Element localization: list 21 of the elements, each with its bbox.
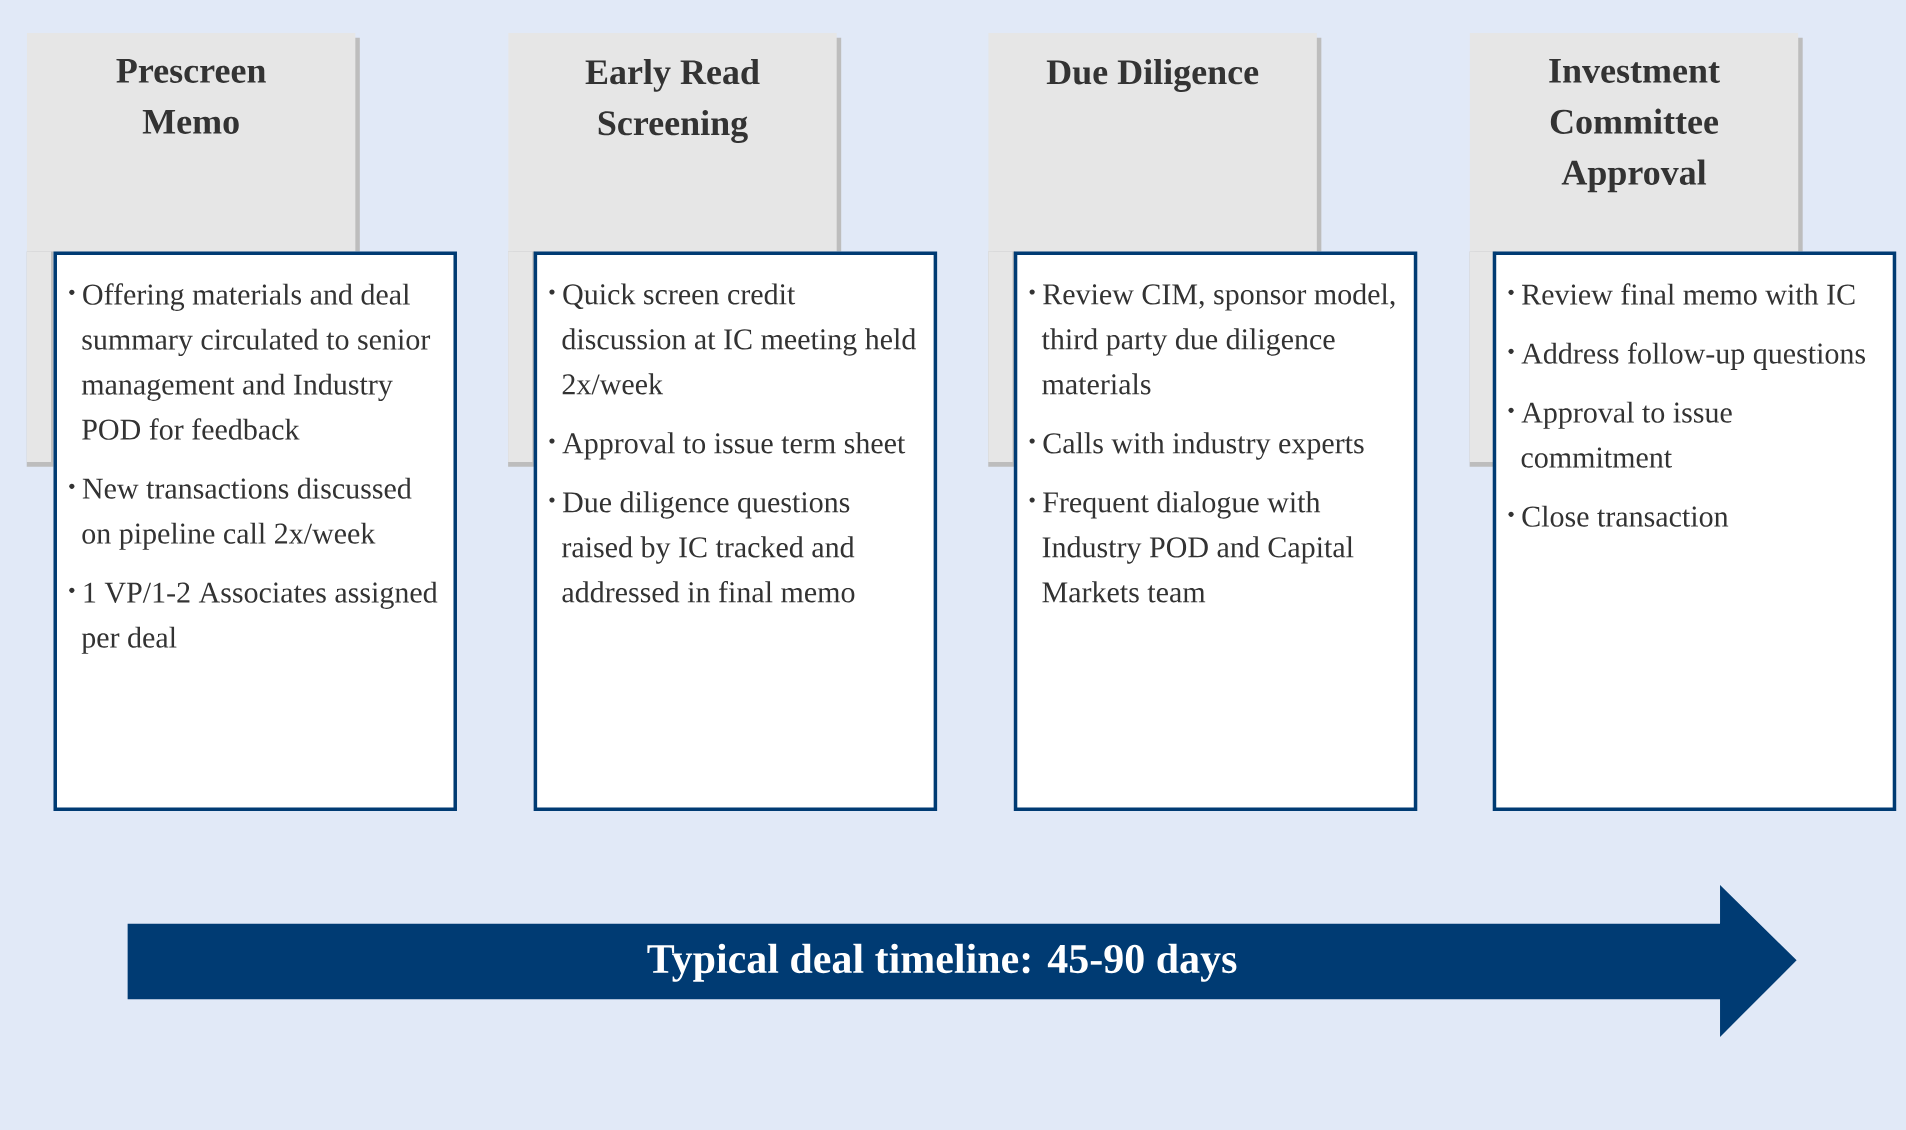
bullet-item: Quick screen credit discussion at IC meeting held 2x/week bbox=[562, 283, 916, 395]
bullet-item: Calls with industry experts bbox=[1043, 432, 1364, 460]
text-box bbox=[53, 251, 457, 811]
bullet-item: Offering materials and deal summary circulated to senior management and Industry POD for feedback bbox=[81, 283, 431, 440]
text-box bbox=[1492, 251, 1897, 811]
bullet-item: Approval to issue term sheet bbox=[562, 432, 906, 460]
bullet-item: 1 VP/1-2 Associates assigned per deal bbox=[81, 581, 438, 654]
bullet-item: Close transaction bbox=[1522, 505, 1729, 527]
bullet-item: Due diligence questions raised by IC tracked and addressed in final memo bbox=[562, 491, 855, 603]
stage-card: Investment Committee Approval bbox=[1469, 32, 1803, 252]
bullet-item: Address follow-up questions bbox=[1521, 342, 1865, 370]
stage-card: Prescreen Memo bbox=[26, 32, 360, 252]
text-box bbox=[1013, 251, 1418, 811]
stage-card: Early Read Screening bbox=[508, 32, 842, 252]
bullet-item: Review CIM, sponsor model, third party due diligence materials bbox=[1041, 283, 1395, 395]
bullet-item: Approval to issue commitment bbox=[1521, 401, 1732, 468]
bullet-item: New transactions discussed on pipeline call 2x/week bbox=[82, 477, 412, 550]
text-box bbox=[533, 251, 938, 811]
stage-card: Due Diligence bbox=[988, 32, 1322, 252]
bullet-item: Review final memo with IC bbox=[1522, 283, 1855, 305]
bullet-item: Frequent dialogue with Industry POD and Capital Markets team bbox=[1042, 491, 1354, 603]
